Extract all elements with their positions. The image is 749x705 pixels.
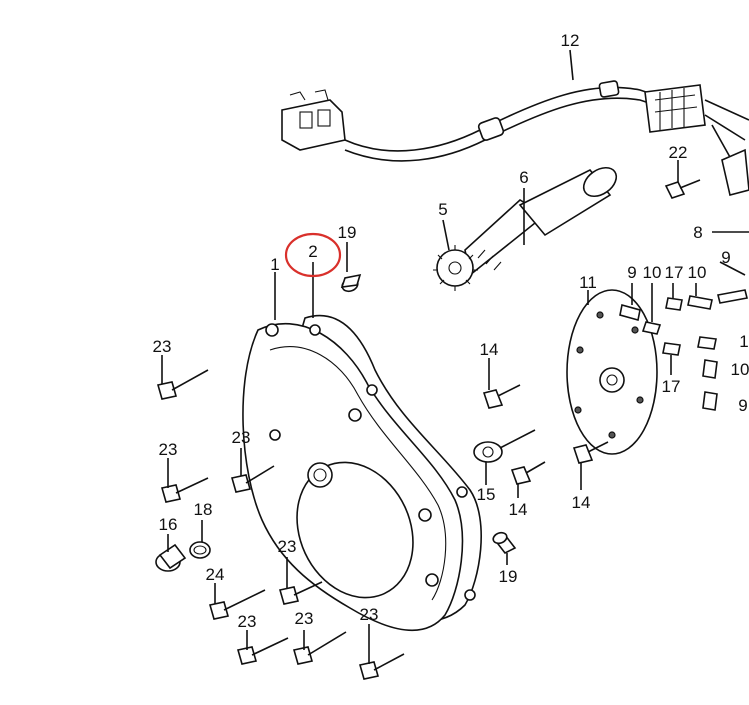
callout-labels: 12 22 6 5 8 19 2 1 9 10 17 10 9 11 1 10 …	[153, 31, 749, 631]
label-24: 24	[206, 565, 225, 584]
shift-spindle	[464, 166, 618, 277]
label-15: 15	[477, 485, 496, 504]
bolt-23-f	[292, 631, 347, 665]
label-1: 1	[270, 255, 279, 274]
bolt-14-c	[572, 441, 609, 464]
label-2: 2	[308, 242, 317, 261]
label-17-bottom: 17	[662, 377, 681, 396]
bolt-22	[664, 179, 701, 199]
label-11: 11	[579, 273, 597, 292]
label-23-e: 23	[238, 612, 257, 631]
crankcase-cover	[242, 314, 482, 632]
drain-plug	[155, 543, 187, 572]
label-10-c: 10	[731, 360, 749, 379]
bolt-23-b	[160, 477, 209, 503]
label-9-top: 9	[627, 263, 636, 282]
bolt-14-b	[510, 461, 546, 485]
leader-lines	[161, 49, 749, 664]
label-18: 18	[194, 500, 213, 519]
label-10-b: 10	[688, 263, 707, 282]
o-ring-washer	[189, 541, 211, 559]
label-1-b: 1	[739, 332, 748, 351]
label-9-b: 9	[721, 248, 730, 267]
label-10-a: 10	[643, 263, 662, 282]
label-19-bottom: 19	[499, 567, 518, 586]
label-23-a: 23	[153, 337, 172, 356]
bolt-23-g	[358, 653, 405, 680]
bolt-24	[208, 589, 266, 620]
label-16: 16	[159, 515, 178, 534]
label-23-f: 23	[295, 609, 314, 628]
bolt-23-e	[236, 637, 289, 665]
label-17-top: 17	[665, 263, 684, 282]
wire-harness	[281, 80, 749, 196]
bolt-15	[473, 429, 536, 463]
bolt-23-a	[156, 369, 209, 400]
drive-sprocket	[433, 245, 478, 291]
spring-pin-set	[619, 261, 748, 411]
label-22: 22	[669, 143, 688, 162]
label-14-a: 14	[480, 340, 499, 359]
label-6: 6	[519, 168, 528, 187]
label-23-b: 23	[159, 440, 178, 459]
dowel-pin-top	[340, 273, 362, 293]
label-14-b: 14	[509, 500, 528, 519]
label-9-c: 9	[738, 396, 747, 415]
label-19-top: 19	[338, 223, 357, 242]
bolt-23-d	[278, 581, 323, 605]
dowel-pin-bottom	[492, 531, 517, 555]
highlight-circle	[284, 232, 342, 278]
label-23-g: 23	[360, 605, 379, 624]
label-23-c: 23	[232, 428, 251, 447]
bolt-14-a	[482, 384, 521, 409]
label-23-d: 23	[278, 537, 297, 556]
label-5: 5	[438, 200, 447, 219]
label-12: 12	[561, 31, 580, 50]
label-8: 8	[693, 223, 702, 242]
stator-plate	[566, 289, 658, 455]
label-14-c: 14	[572, 493, 591, 512]
